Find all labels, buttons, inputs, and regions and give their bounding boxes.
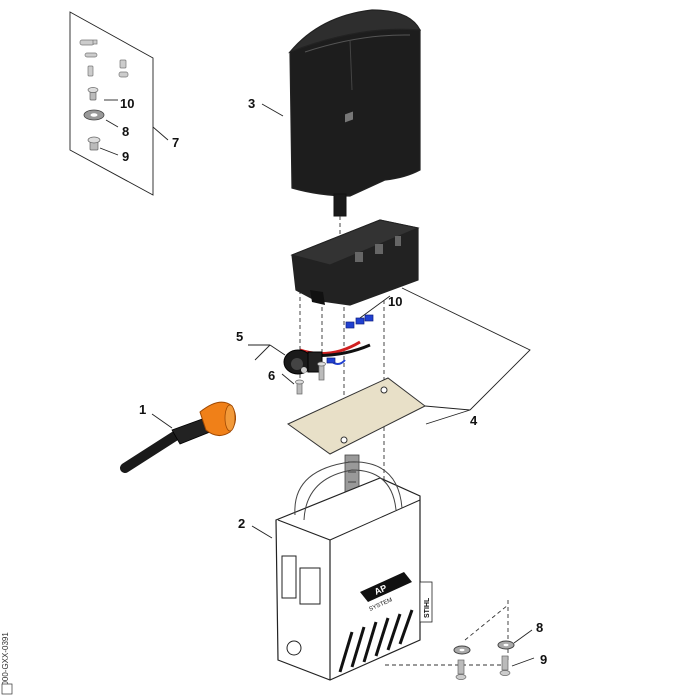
callout-gasket-4: 4 — [470, 413, 478, 428]
screw-right-icon — [499, 655, 511, 676]
screws-part-6: 6 — [268, 361, 326, 395]
gasket-part-4: 4 — [287, 287, 531, 455]
bag-side-brand-text: STIHL — [424, 597, 431, 618]
callout-kit-7: 7 — [172, 135, 179, 150]
service-kit-panel: 10 8 9 7 — [69, 11, 179, 196]
bag-part-2: AP SYSTEM STIHL 2 — [238, 461, 433, 681]
side-code-box — [1, 683, 13, 695]
callout-kit-8: 8 — [122, 124, 129, 139]
housing-top: 10 — [290, 111, 420, 319]
kit-screw-9-icon — [87, 136, 101, 151]
bag-brand-text: AP — [373, 583, 389, 597]
side-code-text: 0000-GXX-0391 — [1, 632, 10, 690]
bag-stripes — [338, 609, 414, 673]
callout-cable-1: 1 — [139, 402, 146, 417]
kit-screw-icon — [79, 39, 129, 78]
callout-kit-10: 10 — [120, 96, 134, 111]
callout-washer-8: 8 — [536, 620, 543, 635]
callout-wiring-10: 10 — [388, 294, 402, 309]
washer-left-icon — [453, 645, 471, 655]
kit-screw-10-icon — [87, 87, 99, 101]
callout-plug-5: 5 — [236, 329, 243, 344]
screw-left-icon — [455, 659, 467, 680]
callout-screw-9: 9 — [540, 652, 547, 667]
blue-connector-icon — [326, 314, 374, 364]
bottom-fasteners: 8 9 — [453, 620, 547, 680]
callout-cover-3: 3 — [248, 96, 255, 111]
washer-right-icon — [497, 640, 515, 650]
cover-part-3: 3 — [248, 9, 422, 217]
cable-part-1: 1 — [120, 401, 236, 473]
callout-bag-2: 2 — [238, 516, 245, 531]
kit-washer-8-icon — [83, 109, 105, 121]
plug-part-5 — [283, 349, 323, 375]
side-reference-code: 0000-GXX-0391 — [1, 632, 13, 695]
wiring-harness: 5 — [236, 314, 374, 375]
callout-screw-6: 6 — [268, 368, 275, 383]
bag-side-label: STIHL — [419, 581, 433, 623]
callout-kit-9: 9 — [122, 149, 129, 164]
